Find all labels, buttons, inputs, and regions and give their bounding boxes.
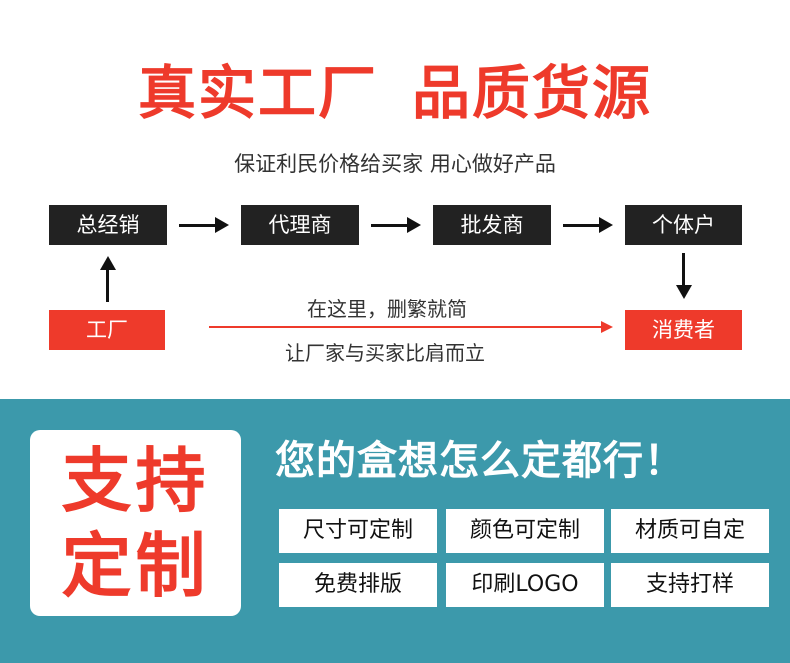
option-sample: 支持打样 — [611, 563, 769, 607]
arrow-right-icon — [179, 215, 229, 235]
arrow-right-icon — [371, 215, 421, 235]
custom-line-1: 支持 — [61, 440, 210, 522]
arrow-direct-icon — [209, 321, 613, 333]
chain-box-agent: 代理商 — [241, 205, 359, 245]
chain-box-wholesaler: 批发商 — [433, 205, 551, 245]
arrow-up-icon — [98, 256, 118, 302]
headline-left: 真实工厂 — [137, 59, 378, 127]
headline: 真实工厂品质货源 — [0, 58, 790, 128]
note-bottom: 让厂家与买家比肩而立 — [285, 341, 485, 365]
chain-box-retailer: 个体户 — [625, 205, 742, 245]
consumer-box: 消费者 — [625, 310, 742, 350]
arrow-right-icon — [563, 215, 613, 235]
subline: 保证利民价格给买家 用心做好产品 — [234, 152, 556, 176]
factory-box: 工厂 — [49, 310, 165, 350]
headline-right: 品质货源 — [412, 59, 653, 127]
custom-line-2: 定制 — [61, 525, 210, 607]
option-size: 尺寸可定制 — [279, 509, 437, 553]
option-color: 颜色可定制 — [446, 509, 604, 553]
option-material: 材质可自定 — [611, 509, 769, 553]
arrow-down-icon — [674, 253, 694, 299]
option-layout: 免费排版 — [279, 563, 437, 607]
note-top: 在这里，删繁就简 — [307, 297, 467, 321]
option-logo: 印刷LOGO — [446, 563, 604, 607]
custom-card — [30, 430, 241, 616]
chain-box-distributor: 总经销 — [49, 205, 167, 245]
slogan: 您的盒想怎么定都行！ — [275, 438, 685, 484]
